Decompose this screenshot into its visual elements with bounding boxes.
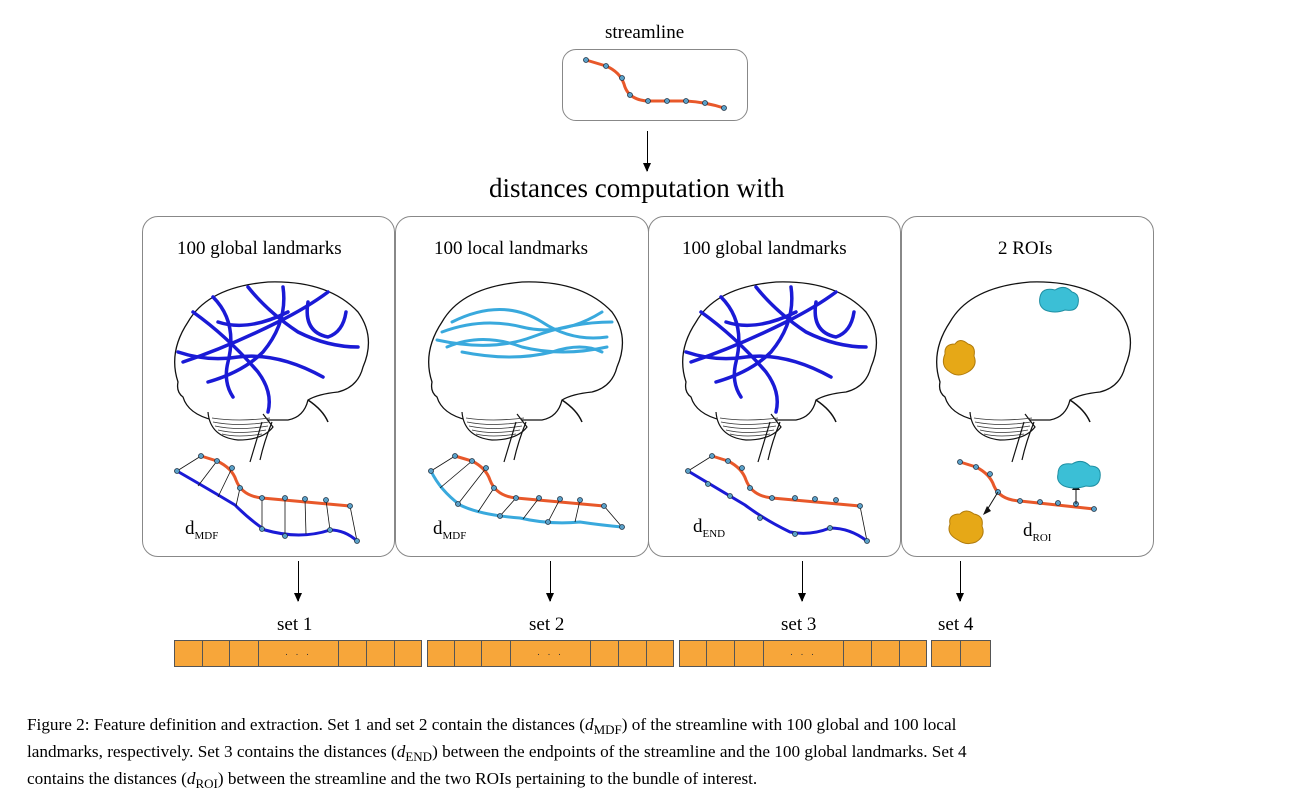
streamline-title: streamline: [605, 22, 685, 43]
feature-ellipsis: . . .: [510, 640, 590, 667]
panel-4-metric: dROI: [1023, 520, 1052, 544]
figure-caption: Figure 2: Feature definition and extract…: [27, 714, 1267, 795]
caption-line-1: Figure 2: Feature definition and extract…: [27, 715, 957, 737]
arrow-to-set-2: [546, 561, 554, 602]
arrow-to-set-1: [294, 561, 302, 602]
feature-cell: [734, 640, 763, 667]
feature-cell: [202, 640, 229, 667]
feature-cell: [394, 640, 422, 667]
feature-cell: [229, 640, 258, 667]
arrow-to-set-3: [798, 561, 806, 602]
caption-line-2: landmarks, respectively. Set 3 contains …: [27, 742, 967, 764]
arrow-to-set-4: [956, 561, 964, 602]
panel-rois: [901, 216, 1154, 557]
feature-cell: [960, 640, 991, 667]
feature-cell: [706, 640, 734, 667]
panel-1-metric: dMDF: [185, 518, 219, 542]
set-2-label: set 2: [529, 614, 565, 635]
main-title: distances computation with: [489, 173, 785, 203]
feature-cell: [481, 640, 510, 667]
feature-cell: [338, 640, 366, 667]
set-4-label: set 4: [938, 614, 974, 635]
panel-local-mdf: [395, 216, 649, 557]
feature-ellipsis: . . .: [763, 640, 843, 667]
set-1-label: set 1: [277, 614, 313, 635]
feature-cell: [679, 640, 706, 667]
panel-1-title: 100 global landmarks: [177, 238, 342, 259]
feature-vector-set-4: [931, 640, 991, 667]
feature-cell: [427, 640, 454, 667]
panel-global-end: [648, 216, 901, 557]
feature-cell: [646, 640, 674, 667]
feature-cell: [174, 640, 202, 667]
feature-vector-set-1: . . .: [174, 640, 422, 667]
feature-ellipsis: . . .: [258, 640, 338, 667]
feature-cell: [618, 640, 646, 667]
feature-cell: [366, 640, 394, 667]
streamline-box: [562, 49, 748, 121]
feature-cell: [931, 640, 960, 667]
panel-3-metric: dEND: [693, 516, 726, 540]
set-3-label: set 3: [781, 614, 817, 635]
caption-line-3: contains the distances (dROI) between th…: [27, 769, 758, 791]
arrow-to-computation: [643, 131, 651, 172]
panel-2-metric: dMDF: [433, 518, 467, 542]
feature-vector-set-3: . . .: [679, 640, 927, 667]
feature-cell: [843, 640, 871, 667]
panel-4-title: 2 ROIs: [998, 238, 1053, 259]
feature-cell: [871, 640, 899, 667]
feature-cell: [454, 640, 481, 667]
panel-global-mdf: [142, 216, 395, 557]
feature-vector-set-2: . . .: [427, 640, 674, 667]
feature-cell: [590, 640, 618, 667]
panel-3-title: 100 global landmarks: [682, 238, 847, 259]
feature-cell: [899, 640, 927, 667]
panel-2-title: 100 local landmarks: [434, 238, 589, 259]
